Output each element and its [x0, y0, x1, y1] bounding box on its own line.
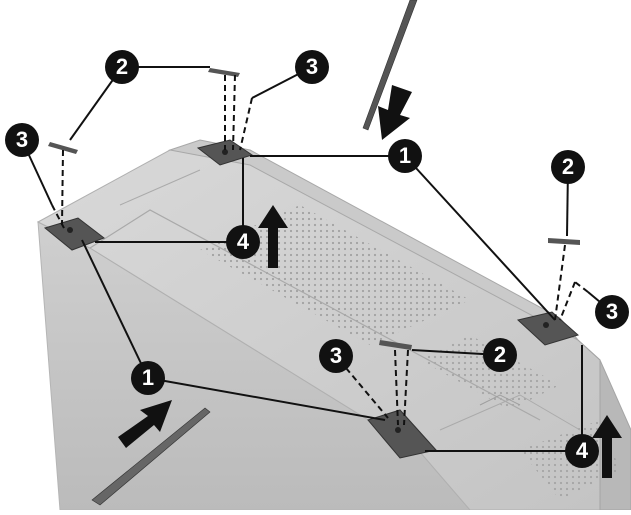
callout-4-center: 4	[226, 225, 260, 259]
svg-text:2: 2	[494, 342, 506, 367]
svg-text:3: 3	[330, 343, 342, 368]
svg-text:4: 4	[237, 229, 250, 254]
dashed-leader-lines	[51, 74, 589, 426]
callout-2-middle: 2	[483, 338, 517, 372]
svg-text:4: 4	[576, 438, 589, 463]
press-arrow-top	[378, 85, 412, 140]
callout-3-top: 3	[295, 50, 329, 84]
pry-tool-top	[362, 0, 418, 131]
svg-text:1: 1	[399, 143, 411, 168]
rubber-strip-middle	[379, 340, 412, 350]
svg-text:2: 2	[562, 154, 574, 179]
rubber-strip-left	[48, 142, 78, 154]
vent-grille-top	[200, 205, 470, 345]
foot-left	[43, 217, 106, 251]
lift-arrow-center	[258, 205, 288, 268]
callout-1-top: 1	[388, 139, 422, 173]
callout-3-right: 3	[595, 295, 629, 329]
callout-2-top: 2	[105, 50, 139, 84]
foot-right	[516, 311, 580, 346]
callout-3-left: 3	[5, 123, 39, 157]
rubber-strip-right	[548, 238, 580, 245]
press-arrow-bottom	[118, 400, 172, 448]
callout-1-bottom: 1	[131, 361, 165, 395]
svg-text:2: 2	[116, 54, 128, 79]
callout-2-right: 2	[551, 150, 585, 184]
lift-arrow-bottom	[592, 415, 622, 478]
rubber-strip-top	[208, 68, 240, 77]
svg-text:1: 1	[142, 365, 154, 390]
callouts: 1 1 2 2 2 3 3 3	[5, 50, 629, 468]
vent-grille-bottom	[420, 335, 560, 410]
svg-text:3: 3	[306, 54, 318, 79]
chassis-top-rail	[168, 139, 579, 341]
pry-tool-bottom	[91, 407, 211, 506]
svg-text:3: 3	[606, 299, 618, 324]
callout-4-bottom: 4	[565, 434, 599, 468]
callout-3-middle: 3	[319, 339, 353, 373]
svg-text:3: 3	[16, 127, 28, 152]
